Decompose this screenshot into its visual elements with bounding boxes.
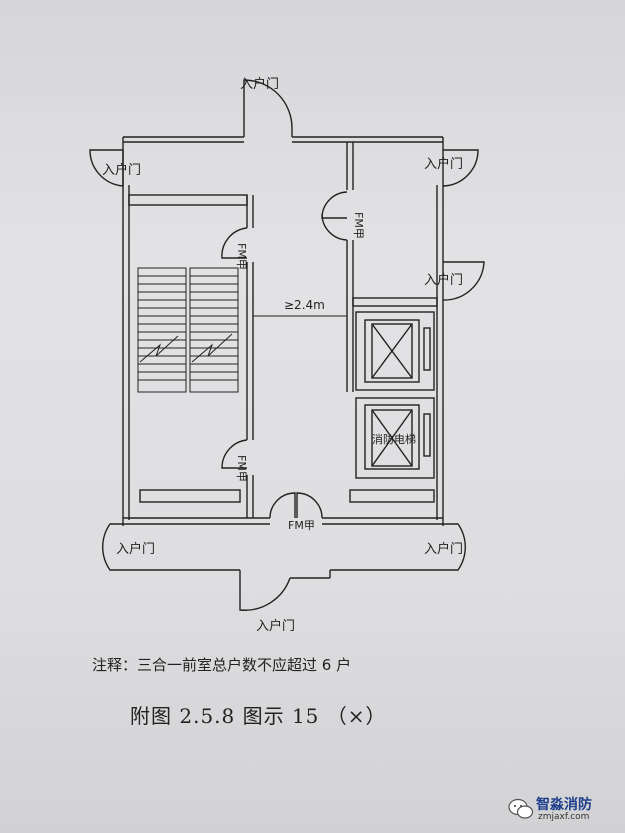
lobby-bottom-right xyxy=(330,523,466,571)
wechat-icon xyxy=(508,798,534,819)
door-top-left xyxy=(89,149,124,187)
stair-flights xyxy=(137,267,239,393)
watermark: 智淼消防 zmjaxf.com xyxy=(508,792,620,828)
stair-wall-top xyxy=(128,194,248,206)
figure-caption: 附图 2.5.8 图示 15 （×） xyxy=(130,704,387,728)
elevator-fire xyxy=(355,397,435,479)
fm-label-corridor: FM甲 xyxy=(352,212,365,239)
elevator-1 xyxy=(355,311,435,391)
shaft-left xyxy=(139,489,241,503)
fm-door-stair-top xyxy=(221,227,248,259)
door-label-bottom: 入户门 xyxy=(256,618,295,634)
fm-label-stair-top: FM甲 xyxy=(235,243,248,270)
door-right-mid xyxy=(442,261,485,301)
dimension-label: ≥2.4m xyxy=(284,298,325,312)
fm-door-stair-bottom xyxy=(221,439,248,469)
lobby-bottom-left xyxy=(102,523,240,571)
watermark-title: 智淼消防 xyxy=(536,797,592,813)
door-label-top-left: 入户门 xyxy=(102,162,141,178)
door-top xyxy=(243,79,293,137)
door-label-bottom-right: 入户门 xyxy=(424,541,463,557)
door-label-right-mid: 入户门 xyxy=(424,272,463,288)
door-bottom xyxy=(239,577,291,611)
fm-door-corridor xyxy=(321,191,348,219)
elevator-wall-top xyxy=(352,297,438,307)
fm-door-bottom xyxy=(269,492,296,519)
door-label-top: 入户门 xyxy=(240,76,279,92)
door-label-top-right: 入户门 xyxy=(424,156,463,172)
watermark-url: zmjaxf.com xyxy=(538,812,590,822)
door-label-bottom-left: 入户门 xyxy=(116,541,155,557)
fire-elevator-label: 消防电梯 xyxy=(372,432,416,446)
fm-label-bottom: FM甲 xyxy=(288,519,315,532)
note-text: 注释：三合一前室总户数不应超过 6 户 xyxy=(92,656,352,674)
door-top-right xyxy=(442,149,479,187)
fm-label-stair-bottom: FM甲 xyxy=(235,455,248,482)
shaft-right xyxy=(349,489,435,503)
